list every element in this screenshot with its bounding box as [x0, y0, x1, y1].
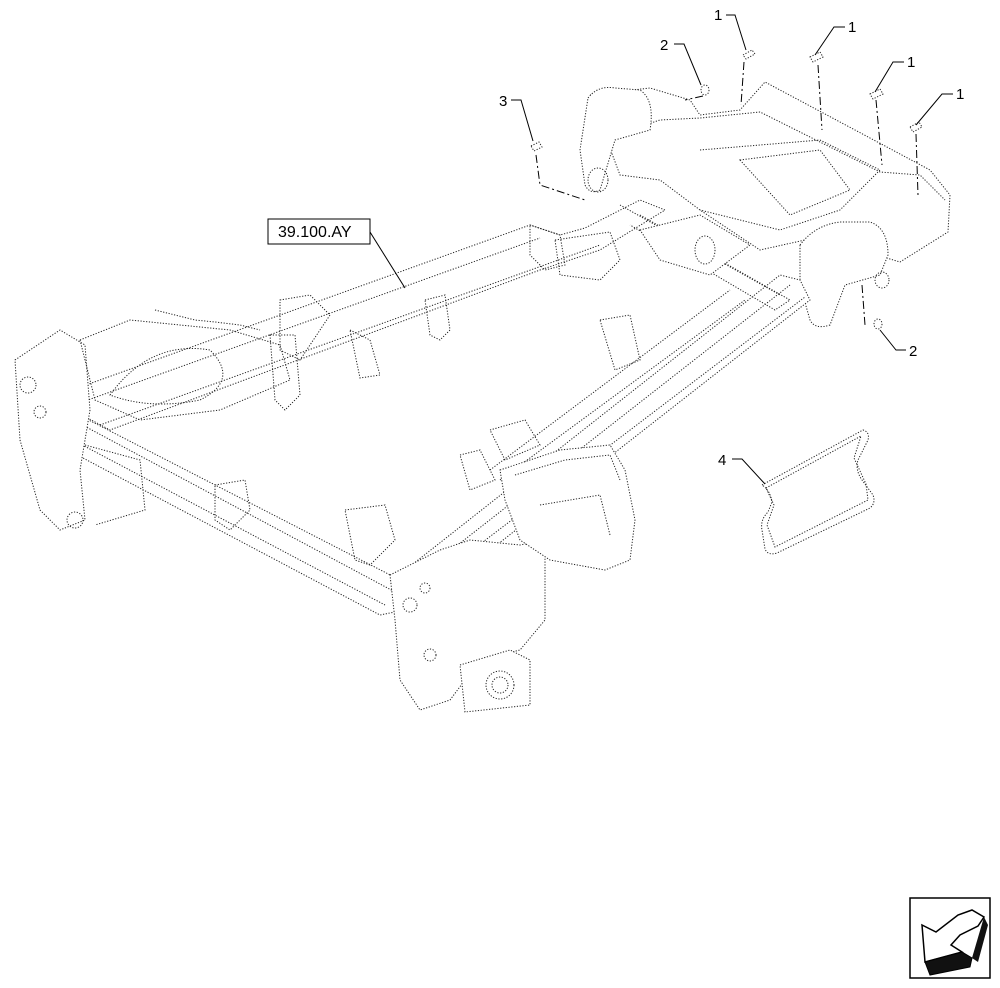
callout-1: 1: [848, 19, 856, 36]
part-2-nut: [873, 318, 883, 330]
previous-arrow-icon[interactable]: [909, 897, 991, 979]
callout-1: 1: [956, 86, 964, 103]
part-1-pin: [742, 49, 756, 60]
callout-1: 1: [907, 54, 915, 71]
callout-1: 1: [714, 7, 722, 24]
exploded-parts: [530, 49, 923, 555]
reference-label[interactable]: 39.100.AY: [278, 224, 352, 241]
part-2-nut: [700, 84, 710, 96]
callout-4: 4: [718, 452, 726, 469]
reference-label-box[interactable]: [267, 218, 371, 245]
assembly-lines: [535, 61, 919, 326]
part-1-pin: [909, 121, 923, 133]
part-1-pin: [869, 88, 884, 100]
part-4-plate: [761, 429, 875, 555]
callout-3: 3: [499, 93, 507, 110]
chassis-frame: [14, 81, 951, 713]
part-3-clip: [530, 141, 543, 152]
callouts: 1 1 1 1 2 2 3 4 39.100.AY: [267, 7, 964, 485]
callout-2: 2: [660, 37, 668, 54]
callout-2: 2: [909, 343, 917, 360]
part-1-pin: [809, 51, 824, 63]
